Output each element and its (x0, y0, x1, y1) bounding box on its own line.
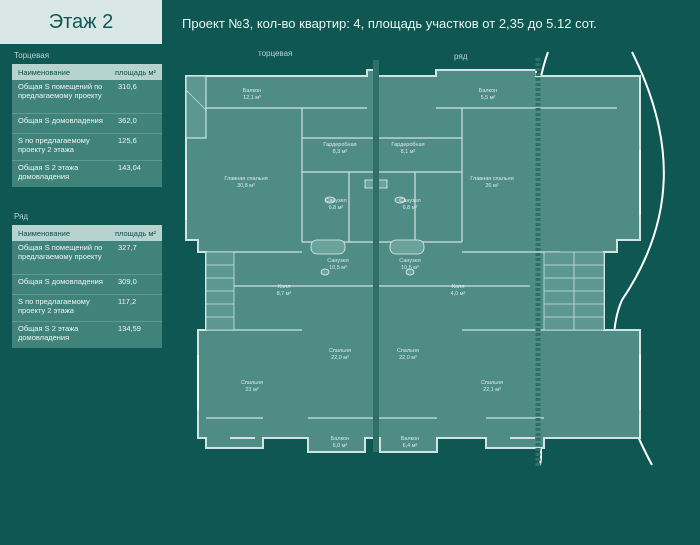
col-area-header: площадь м² (114, 228, 156, 238)
table-header: Наименование площадь м² (12, 64, 162, 80)
row-name: Общая S домовладения (18, 277, 103, 286)
room-name: Балкон (401, 436, 419, 442)
row-value: 309,0 (118, 277, 137, 286)
staircase-right (543, 251, 605, 331)
table-row: Общая S 2 этажа домовладения 143,04 (12, 161, 162, 187)
section-label-row: Ряд (14, 212, 29, 221)
plan-label-row: ряд (454, 52, 468, 61)
room-name: Спальня (481, 380, 503, 386)
room-area: 26 м² (485, 183, 498, 189)
room-area: 8,1 м² (401, 149, 416, 155)
windows (185, 150, 641, 439)
col-name-header: Наименование (18, 228, 70, 238)
room-name: Спальня (397, 348, 419, 354)
floor-label: Этаж 2 (48, 10, 114, 33)
room-name: Балкон (243, 88, 261, 94)
row-value: 362,0 (118, 116, 137, 125)
room-labels: Балкон 12,1 м² Балкон 5,5 м² Гардеробная… (224, 88, 513, 449)
area-table-row: Наименование площадь м² Общая S помещени… (12, 225, 162, 348)
room-name: Гардеробная (391, 142, 424, 148)
room-area: 23 м² (245, 387, 258, 393)
staircase-left (205, 251, 235, 331)
room-area: 30,8 м² (237, 183, 255, 189)
col-name-header: Наименование (18, 67, 70, 77)
room-name: Спальня (329, 348, 351, 354)
row-name: S по предлагаемому проекту 2 этажа (18, 136, 90, 154)
room-name: Спальня (241, 380, 263, 386)
row-name: Общая S 2 этажа домовладения (18, 163, 79, 181)
room-name: Санузел (399, 198, 420, 204)
section-label-end: Торцевая (14, 51, 50, 60)
row-name: Общая S домовладения (18, 116, 103, 125)
room-name: Балкон (479, 88, 497, 94)
table-row: S по предлагаемому проекту 2 этажа 117,2 (12, 295, 162, 322)
row-name: Общая S помещений по предлагаемому проек… (18, 243, 103, 261)
room-name: Балкон (331, 436, 349, 442)
room-area: 6,4 м² (403, 443, 418, 449)
row-value: 143,04 (118, 163, 141, 172)
room-name: Главная спальня (224, 176, 267, 182)
plan-label-end: торцевая (258, 49, 293, 58)
interior-walls (206, 107, 617, 419)
room-area: 22,1 м² (483, 387, 501, 393)
room-area: 12,1 м² (243, 95, 261, 101)
page-title: Проект №3, кол-во квартир: 4, площадь уч… (182, 16, 597, 31)
row-value: 310,6 (118, 82, 137, 91)
table-row: S по предлагаемому проекту 2 этажа 125,6 (12, 134, 162, 161)
room-area: 10,5 м² (401, 265, 419, 271)
room-name: Санузел (399, 258, 420, 264)
row-value: 117,2 (118, 297, 137, 306)
room-area: 5,5 м² (481, 95, 496, 101)
table-row: Общая S домовладения 309,0 (12, 275, 162, 295)
room-name: Гардеробная (323, 142, 356, 148)
table-row: Общая S домовладения 362,0 (12, 114, 162, 134)
row-name: Общая S помещений по предлагаемому проек… (18, 82, 103, 100)
room-area: 8,7 м² (277, 291, 292, 297)
room-name: Холл (278, 284, 291, 290)
row-value: 327,7 (118, 243, 137, 252)
table-row: Общая S 2 этажа домовладения 134,59 (12, 322, 162, 348)
room-area: 4,0 м² (451, 291, 466, 297)
table-row: Общая S помещений по предлагаемому проек… (12, 241, 162, 275)
balcony-corner (185, 75, 207, 139)
room-name: Санузел (325, 198, 346, 204)
room-area: 6,8 м² (403, 205, 418, 211)
room-area: 22,0 м² (331, 355, 349, 361)
room-name: Холл (452, 284, 465, 290)
row-name: Общая S 2 этажа домовладения (18, 324, 79, 342)
room-area: 22,0 м² (399, 355, 417, 361)
room-area: 6,0 м² (333, 443, 348, 449)
row-name: S по предлагаемому проекту 2 этажа (18, 297, 90, 315)
room-area: 6,8 м² (329, 205, 344, 211)
row-value: 125,6 (118, 136, 137, 145)
room-area: 8,3 м² (333, 149, 348, 155)
table-row: Общая S помещений по предлагаемому проек… (12, 80, 162, 114)
row-value: 134,59 (118, 324, 141, 333)
floor-tab[interactable]: Этаж 2 (0, 0, 162, 44)
col-area-header: площадь м² (114, 67, 156, 77)
room-name: Главная спальня (470, 176, 513, 182)
area-table-end: Наименование площадь м² Общая S помещени… (12, 64, 162, 187)
table-header: Наименование площадь м² (12, 225, 162, 241)
room-name: Санузел (327, 258, 348, 264)
room-area: 10,5 м² (329, 265, 347, 271)
